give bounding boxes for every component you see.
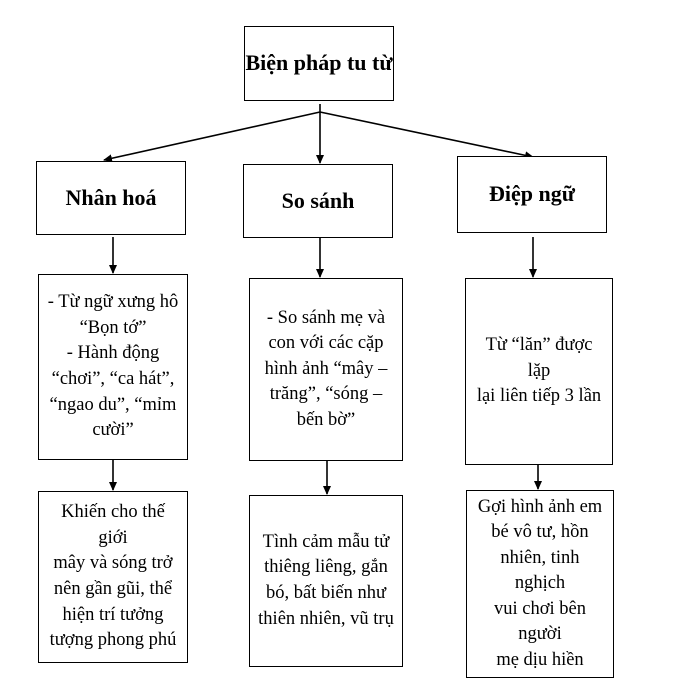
effect-line: vui chơi bên người: [494, 598, 586, 645]
detail-line: - Hành động: [66, 343, 160, 364]
detail-text-nhan-hoa: - Từ ngữ xưng hô “Bọn tớ” - Hành động “c…: [48, 290, 178, 443]
arrow-root-to-diep-ngu: [319, 111, 534, 160]
detail-line: - So sánh mẹ và: [266, 307, 386, 328]
arrow-root-to-nhan-hoa: [103, 111, 321, 163]
effect-line: mẹ dịu hiền: [496, 649, 584, 670]
detail-node-diep-ngu: Từ “lăn” được lặp lại liên tiếp 3 lần: [465, 278, 613, 465]
root-title: Biện pháp tu từ: [245, 50, 393, 76]
heading-node-diep-ngu: Điệp ngữ: [457, 156, 607, 233]
detail-line: con với các cặp: [268, 333, 384, 354]
effect-line: Tình cảm mẫu tử: [262, 531, 390, 552]
heading-node-nhan-hoa: Nhân hoá: [36, 161, 186, 235]
effect-line: hiện trí tưởng: [62, 604, 164, 625]
effect-line: tượng phong phú: [49, 630, 177, 651]
effect-line: thiêng liêng, gắn: [264, 557, 388, 578]
detail-line: “ngao du”, “mỉm: [49, 394, 177, 415]
detail-line: hình ảnh “mây –: [264, 358, 388, 379]
heading-so-sanh: So sánh: [281, 187, 355, 213]
heading-node-so-sanh: So sánh: [243, 164, 393, 238]
heading-diep-ngu: Điệp ngữ: [489, 181, 575, 207]
detail-line: bến bờ”: [296, 409, 356, 430]
detail-text-so-sanh: - So sánh mẹ và con với các cặp hình ảnh…: [265, 306, 388, 434]
detail-line: lại liên tiếp 3 lần: [476, 386, 602, 407]
heading-nhan-hoa: Nhân hoá: [65, 184, 157, 210]
effect-node-nhan-hoa: Khiến cho thế giới mây và sóng trở nên g…: [38, 491, 188, 663]
detail-node-nhan-hoa: - Từ ngữ xưng hô “Bọn tớ” - Hành động “c…: [38, 274, 188, 460]
effect-node-so-sanh: Tình cảm mẫu tử thiêng liêng, gắn bó, bấ…: [249, 495, 403, 667]
root-node: Biện pháp tu từ: [244, 26, 394, 101]
effect-line: mây và sóng trở: [53, 553, 173, 574]
effect-line: bó, bất biến như: [266, 583, 386, 603]
detail-line: Từ “lăn” được lặp: [485, 335, 593, 381]
effect-node-diep-ngu: Gợi hình ảnh em bé vô tư, hồn nhiên, tin…: [466, 490, 614, 678]
detail-line: “Bọn tớ”: [79, 317, 147, 338]
detail-line: cười”: [92, 420, 134, 441]
effect-line: Gợi hình ảnh em: [477, 496, 603, 517]
effect-text-so-sanh: Tình cảm mẫu tử thiêng liêng, gắn bó, bấ…: [258, 530, 394, 632]
effect-line: Khiến cho thế giới: [61, 502, 165, 548]
effect-line: thiên nhiên, vũ trụ: [258, 608, 394, 629]
detail-text-diep-ngu: Từ “lăn” được lặp lại liên tiếp 3 lần: [472, 333, 606, 410]
detail-line: “chơi”, “ca hát”,: [51, 369, 175, 389]
effect-line: bé vô tư, hồn: [491, 522, 589, 543]
detail-line: - Từ ngữ xưng hô: [47, 292, 179, 313]
effect-text-nhan-hoa: Khiến cho thế giới mây và sóng trở nên g…: [45, 500, 181, 653]
effect-text-diep-ngu: Gợi hình ảnh em bé vô tư, hồn nhiên, tin…: [473, 495, 607, 674]
effect-line: nên gần gũi, thể: [53, 579, 173, 599]
detail-line: trăng”, “sóng –: [269, 384, 383, 405]
effect-line: nhiên, tinh nghịch: [500, 547, 580, 594]
detail-node-so-sanh: - So sánh mẹ và con với các cặp hình ảnh…: [249, 278, 403, 461]
